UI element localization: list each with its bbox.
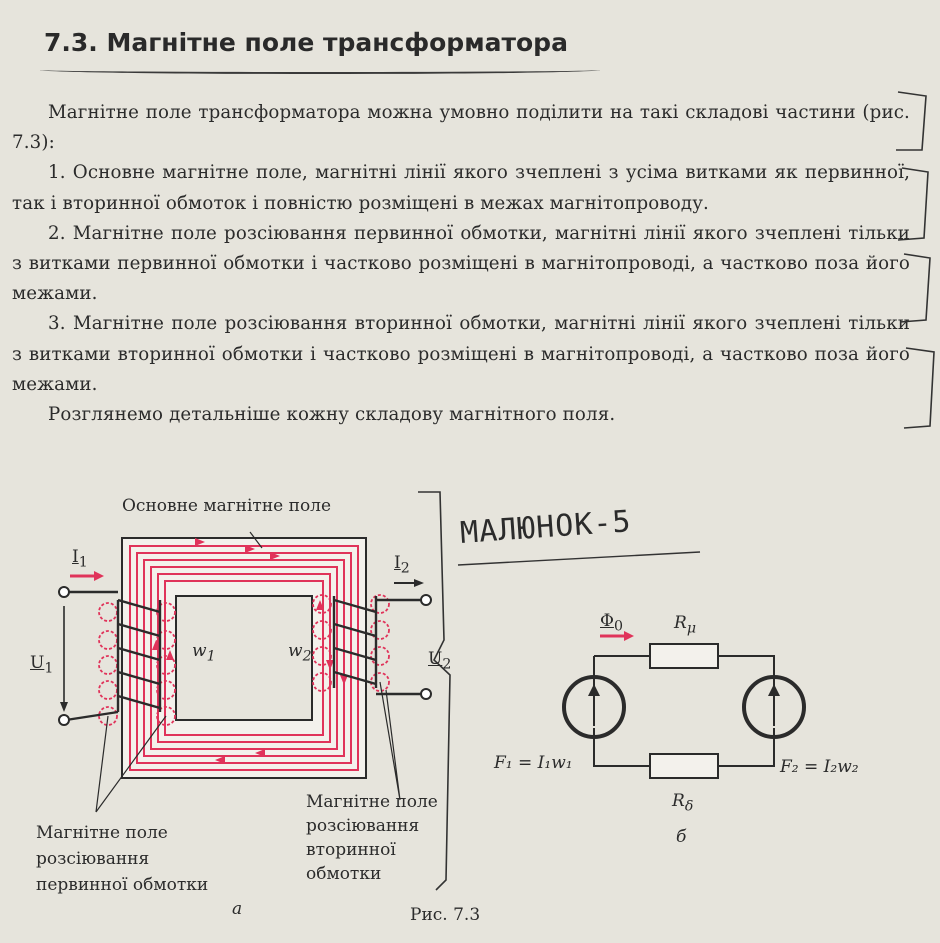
current-arrows [60,571,424,712]
terminals [58,586,432,726]
label-I2-subscript: 2 [400,560,410,577]
label-I1-subscript: 1 [78,554,88,571]
label-phi0: Φ0 [600,610,623,638]
paragraph-intro: Магнітне поле трансформатора можна умовн… [12,102,910,154]
label-R-delta-symbol: R [672,791,685,811]
figure-a-sublabel: а [232,899,243,919]
label-F1: F₁ = I₁w₁ [494,753,573,773]
label-I1: I1 [72,546,88,574]
label-phi0-subscript: 0 [613,618,623,635]
transformer-core [121,537,367,779]
title-underline [40,66,600,74]
label-leak-secondary-line: Магнітне поле [306,792,438,812]
label-R-mu-subscript: μ [686,620,697,637]
figure-b-sublabel: б [676,827,687,847]
handwritten-underline [457,551,701,566]
label-I2: I2 [394,552,410,580]
label-w2: w2 [288,640,312,668]
label-U2-subscript: 2 [442,656,452,673]
label-w2-subscript: 2 [302,648,312,665]
label-U1-subscript: 1 [44,660,54,677]
label-leak-secondary-line: вторинної [306,840,396,860]
label-leak-secondary-line: обмотки [306,864,382,884]
label-U1-symbol: U [30,653,45,673]
label-w1-subscript: 1 [206,648,216,665]
label-main-field: Основне магнітне поле [122,496,332,516]
label-leak-primary-line: Магнітне поле [36,823,168,843]
secondary-winding [332,596,424,696]
label-R-delta: Rδ [672,790,693,818]
label-R-mu: Rμ [674,612,696,640]
label-leak-secondary: Магнітне поле розсіювання вторинної обмо… [306,790,438,886]
label-leak-primary: Магнітне поле розсіювання первинної обмо… [36,820,208,898]
label-leak-primary-line: первинної обмотки [36,875,209,895]
margin-brackets [418,91,935,891]
label-U2-symbol: U [428,649,443,669]
label-U1: U1 [30,652,53,680]
paragraph-item-1: 1. Основне магнітне поле, магнітні лінії… [12,162,910,214]
label-w1: w1 [192,640,216,668]
primary-winding [65,590,162,722]
paragraph-conclusion: Розглянемо детальніше кожну складову маг… [48,404,616,426]
label-w1-symbol: w [192,641,207,661]
flux-arrows [152,538,348,764]
handwritten-note: МАЛЮНОК-5 [458,504,633,551]
magnetic-circuit [562,643,806,779]
label-I2-symbol: I [394,553,401,573]
figure-caption: Рис. 7.3 [410,905,481,925]
paragraph-item-2: 2. Магнітне поле розсіювання первинної о… [12,222,910,305]
label-leak-secondary-line: розсіювання [306,816,420,836]
label-phi0-symbol: Φ [600,611,614,631]
leader-lines [95,531,401,813]
section-title: 7.3. Магнітне поле трансформатора [44,28,568,57]
label-leak-primary-line: розсіювання [36,849,150,869]
label-w2-symbol: w [288,641,303,661]
paragraph-item-3: 3. Магнітне поле розсіювання вторинної о… [12,313,910,395]
label-F2: F₂ = I₂w₂ [780,757,859,777]
label-U2: U2 [428,648,451,676]
label-R-delta-subscript: δ [684,798,694,815]
body-text: Магнітне поле трансформатора можна умовн… [12,98,910,430]
label-I1-symbol: I [72,547,79,567]
leakage-flux-loops [98,594,390,726]
label-R-mu-symbol: R [674,613,687,633]
